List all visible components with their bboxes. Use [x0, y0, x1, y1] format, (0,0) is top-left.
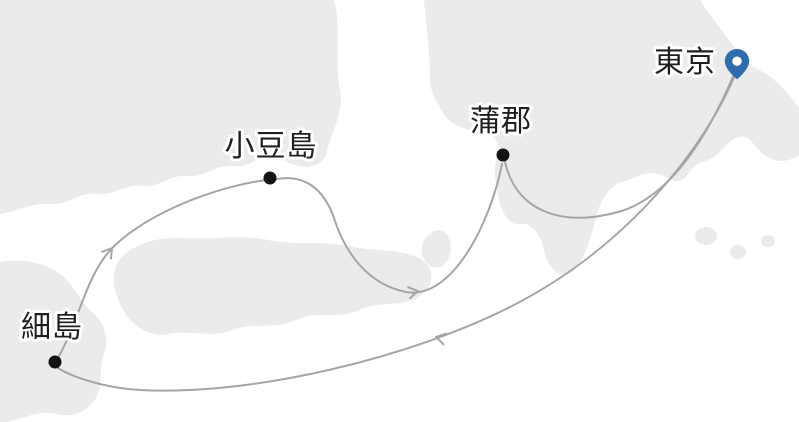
label-tokyo: 東京 [654, 45, 716, 80]
route-leg-shodoshima-gamagori [271, 163, 503, 294]
label-hososhima: 細島 [21, 310, 83, 345]
route-lines [57, 69, 738, 392]
arrow-westbound-icon [435, 332, 448, 346]
port-pin-tokyo[interactable] [724, 49, 750, 80]
landmass-kyushu [0, 260, 107, 422]
port-marker-hososhima[interactable] [48, 355, 62, 369]
port-markers [48, 49, 750, 369]
landmass-awaji-island [421, 230, 451, 268]
landmass-shikoku [113, 237, 432, 335]
arrow-northeast-icon [101, 247, 113, 260]
route-leg-gamagori-tokyo [504, 71, 736, 219]
port-marker-shodoshima[interactable] [263, 171, 277, 185]
label-shodoshima: 小豆島 [225, 129, 318, 164]
arrow-eastbound-icon [407, 286, 419, 299]
pin-center-dot [732, 56, 742, 66]
landmass-izu-island-1 [695, 227, 717, 245]
label-gamagori: 蒲郡 [470, 104, 532, 139]
landmass-izu-island-2 [730, 245, 746, 259]
route-leg-hososhima-shodoshima [57, 179, 267, 359]
landmass-honshu-west [0, 0, 341, 214]
landmass-honshu-east [424, 0, 799, 275]
landmass-izu-island-3 [761, 235, 775, 247]
port-marker-gamagori[interactable] [496, 148, 510, 162]
port-labels: 東京 蒲郡 小豆島 細島 [18, 42, 718, 348]
